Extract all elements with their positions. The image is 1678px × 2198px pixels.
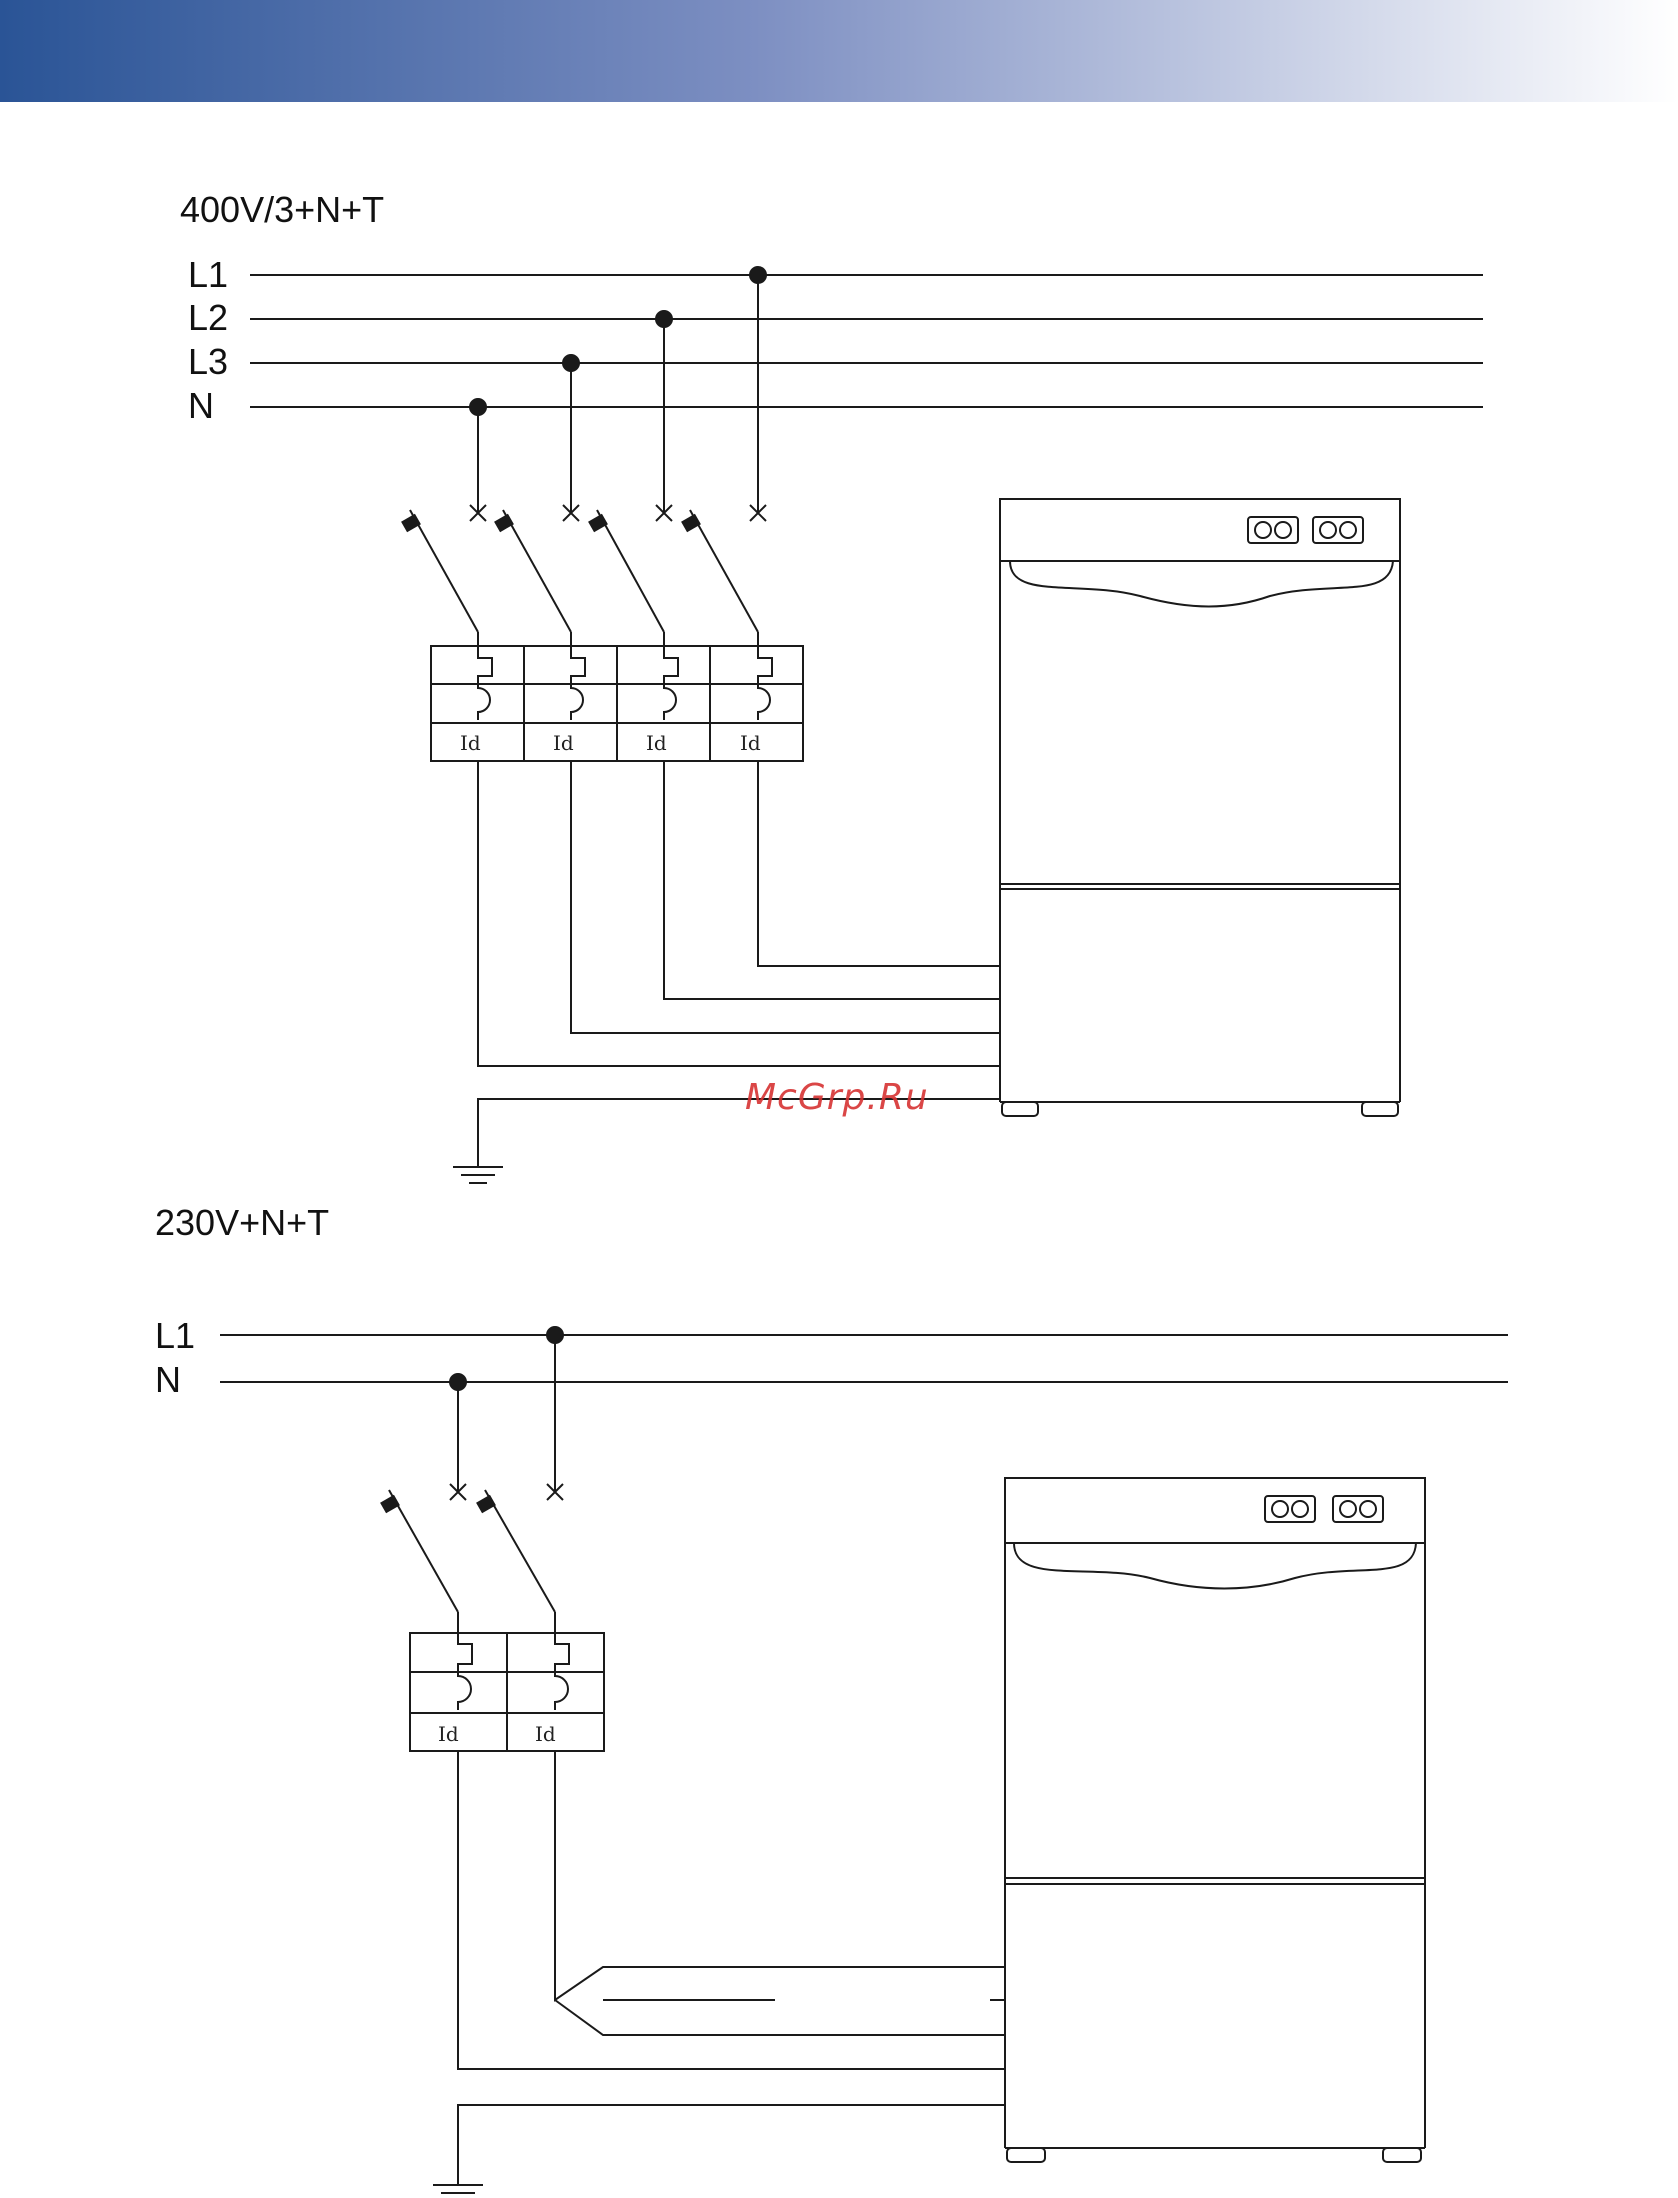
three-phase-earth-symbol bbox=[453, 1167, 503, 1183]
three-phase-terminals bbox=[470, 505, 766, 521]
three-phase-switch-handles bbox=[401, 514, 701, 532]
rcd-label-1: Id bbox=[460, 731, 481, 755]
three-phase-switch-blades bbox=[410, 510, 758, 632]
single-phase-junctions bbox=[450, 1327, 563, 1390]
rcd-label-single-2: Id bbox=[535, 1722, 556, 1746]
three-phase-drops bbox=[478, 275, 758, 513]
single-phase-output-wires bbox=[433, 1751, 1005, 2193]
dishwasher-bottom bbox=[1005, 1478, 1425, 2162]
single-phase-drops bbox=[450, 1335, 563, 1500]
single-phase-supply-lines bbox=[220, 1335, 1508, 1382]
rcd-label-3: Id bbox=[646, 731, 667, 755]
single-phase-switch-handles bbox=[380, 1495, 496, 1513]
rcd-label-single-1: Id bbox=[438, 1722, 459, 1746]
three-phase-supply-lines bbox=[250, 275, 1483, 407]
watermark-text: McGrp.Ru bbox=[745, 1077, 929, 1118]
rcd-label-2: Id bbox=[553, 731, 574, 755]
dishwasher-top bbox=[1000, 499, 1400, 1116]
single-phase-switch-blades bbox=[389, 1490, 555, 1612]
rcd-label-4: Id bbox=[740, 731, 761, 755]
three-phase-junctions bbox=[470, 267, 766, 415]
